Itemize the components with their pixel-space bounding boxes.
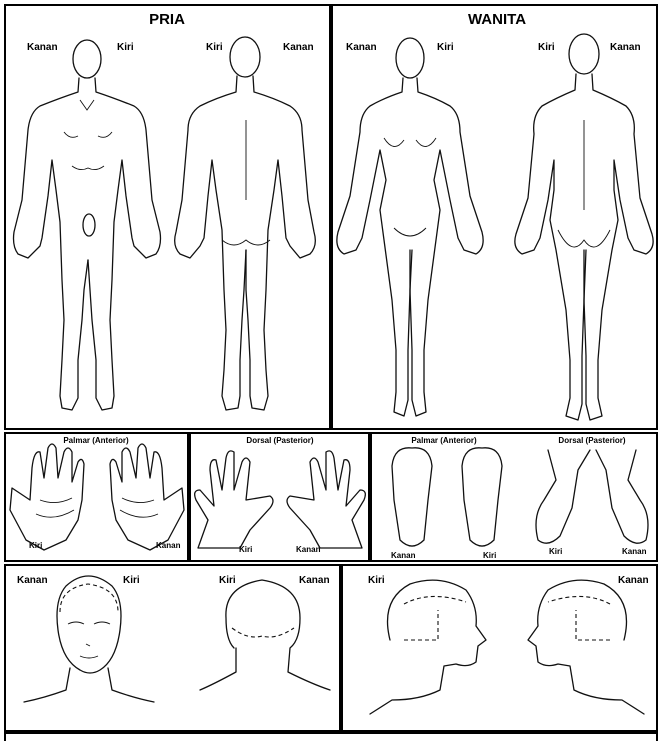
head-front-right-label: Kanan [17, 575, 48, 586]
female-front-figure [336, 37, 484, 417]
feet-drawing [391, 447, 649, 547]
bottom-strip [4, 732, 658, 741]
hands-dorsal-drawing [194, 450, 366, 549]
male-back-right-label: Kanan [283, 42, 314, 53]
feet-palmar-right-label: Kiri [483, 551, 497, 560]
feet-palmar-left-label: Kanan [391, 551, 416, 560]
female-title: WANITA [467, 11, 527, 28]
hands-palmar-title: Palmar (Anterior) [63, 436, 129, 445]
feet-dorsal-right-label: Kanan [622, 547, 647, 556]
head-back-drawing [199, 579, 331, 691]
male-back-left-label: Kiri [206, 42, 223, 53]
head-front-drawing [23, 575, 155, 703]
male-title: PRIA [149, 11, 185, 28]
profile-right-label: Kanan [618, 575, 649, 586]
hands-palmar-drawing [9, 443, 185, 551]
hands-dorsal-title: Dorsal (Pasterior) [246, 436, 314, 445]
male-body-panel [4, 4, 331, 430]
feet-palmar-title: Palmar (Anterior) [411, 436, 477, 445]
head-front-back-panel [4, 564, 341, 732]
hands-palmar-right-label: Kanan [156, 541, 181, 550]
female-back-right-label: Kanan [610, 42, 641, 53]
head-profile-panel [341, 564, 658, 732]
hands-panel-dorsal [189, 432, 370, 562]
female-back-figure [514, 33, 654, 421]
hands-palmar-left-label: Kiri [29, 541, 43, 550]
head-front-left-label: Kiri [123, 575, 140, 586]
male-back-figure [174, 36, 316, 411]
female-front-right-label: Kanan [346, 42, 377, 53]
head-back-right-label: Kanan [299, 575, 330, 586]
head-profile-drawing [369, 579, 645, 715]
female-body-panel [331, 4, 658, 430]
hands-dorsal-left-label: Kiri [239, 545, 253, 554]
male-front-left-label: Kiri [117, 42, 134, 53]
feet-dorsal-left-label: Kiri [549, 547, 563, 556]
male-front-right-label: Kanan [27, 42, 58, 53]
female-front-left-label: Kiri [437, 42, 454, 53]
feet-dorsal-title: Dorsal (Pasterior) [558, 436, 626, 445]
profile-left-label: Kiri [368, 575, 385, 586]
hands-dorsal-right-label: Kanan [296, 545, 321, 554]
male-front-figure [12, 39, 162, 411]
female-back-left-label: Kiri [538, 42, 555, 53]
head-back-left-label: Kiri [219, 575, 236, 586]
